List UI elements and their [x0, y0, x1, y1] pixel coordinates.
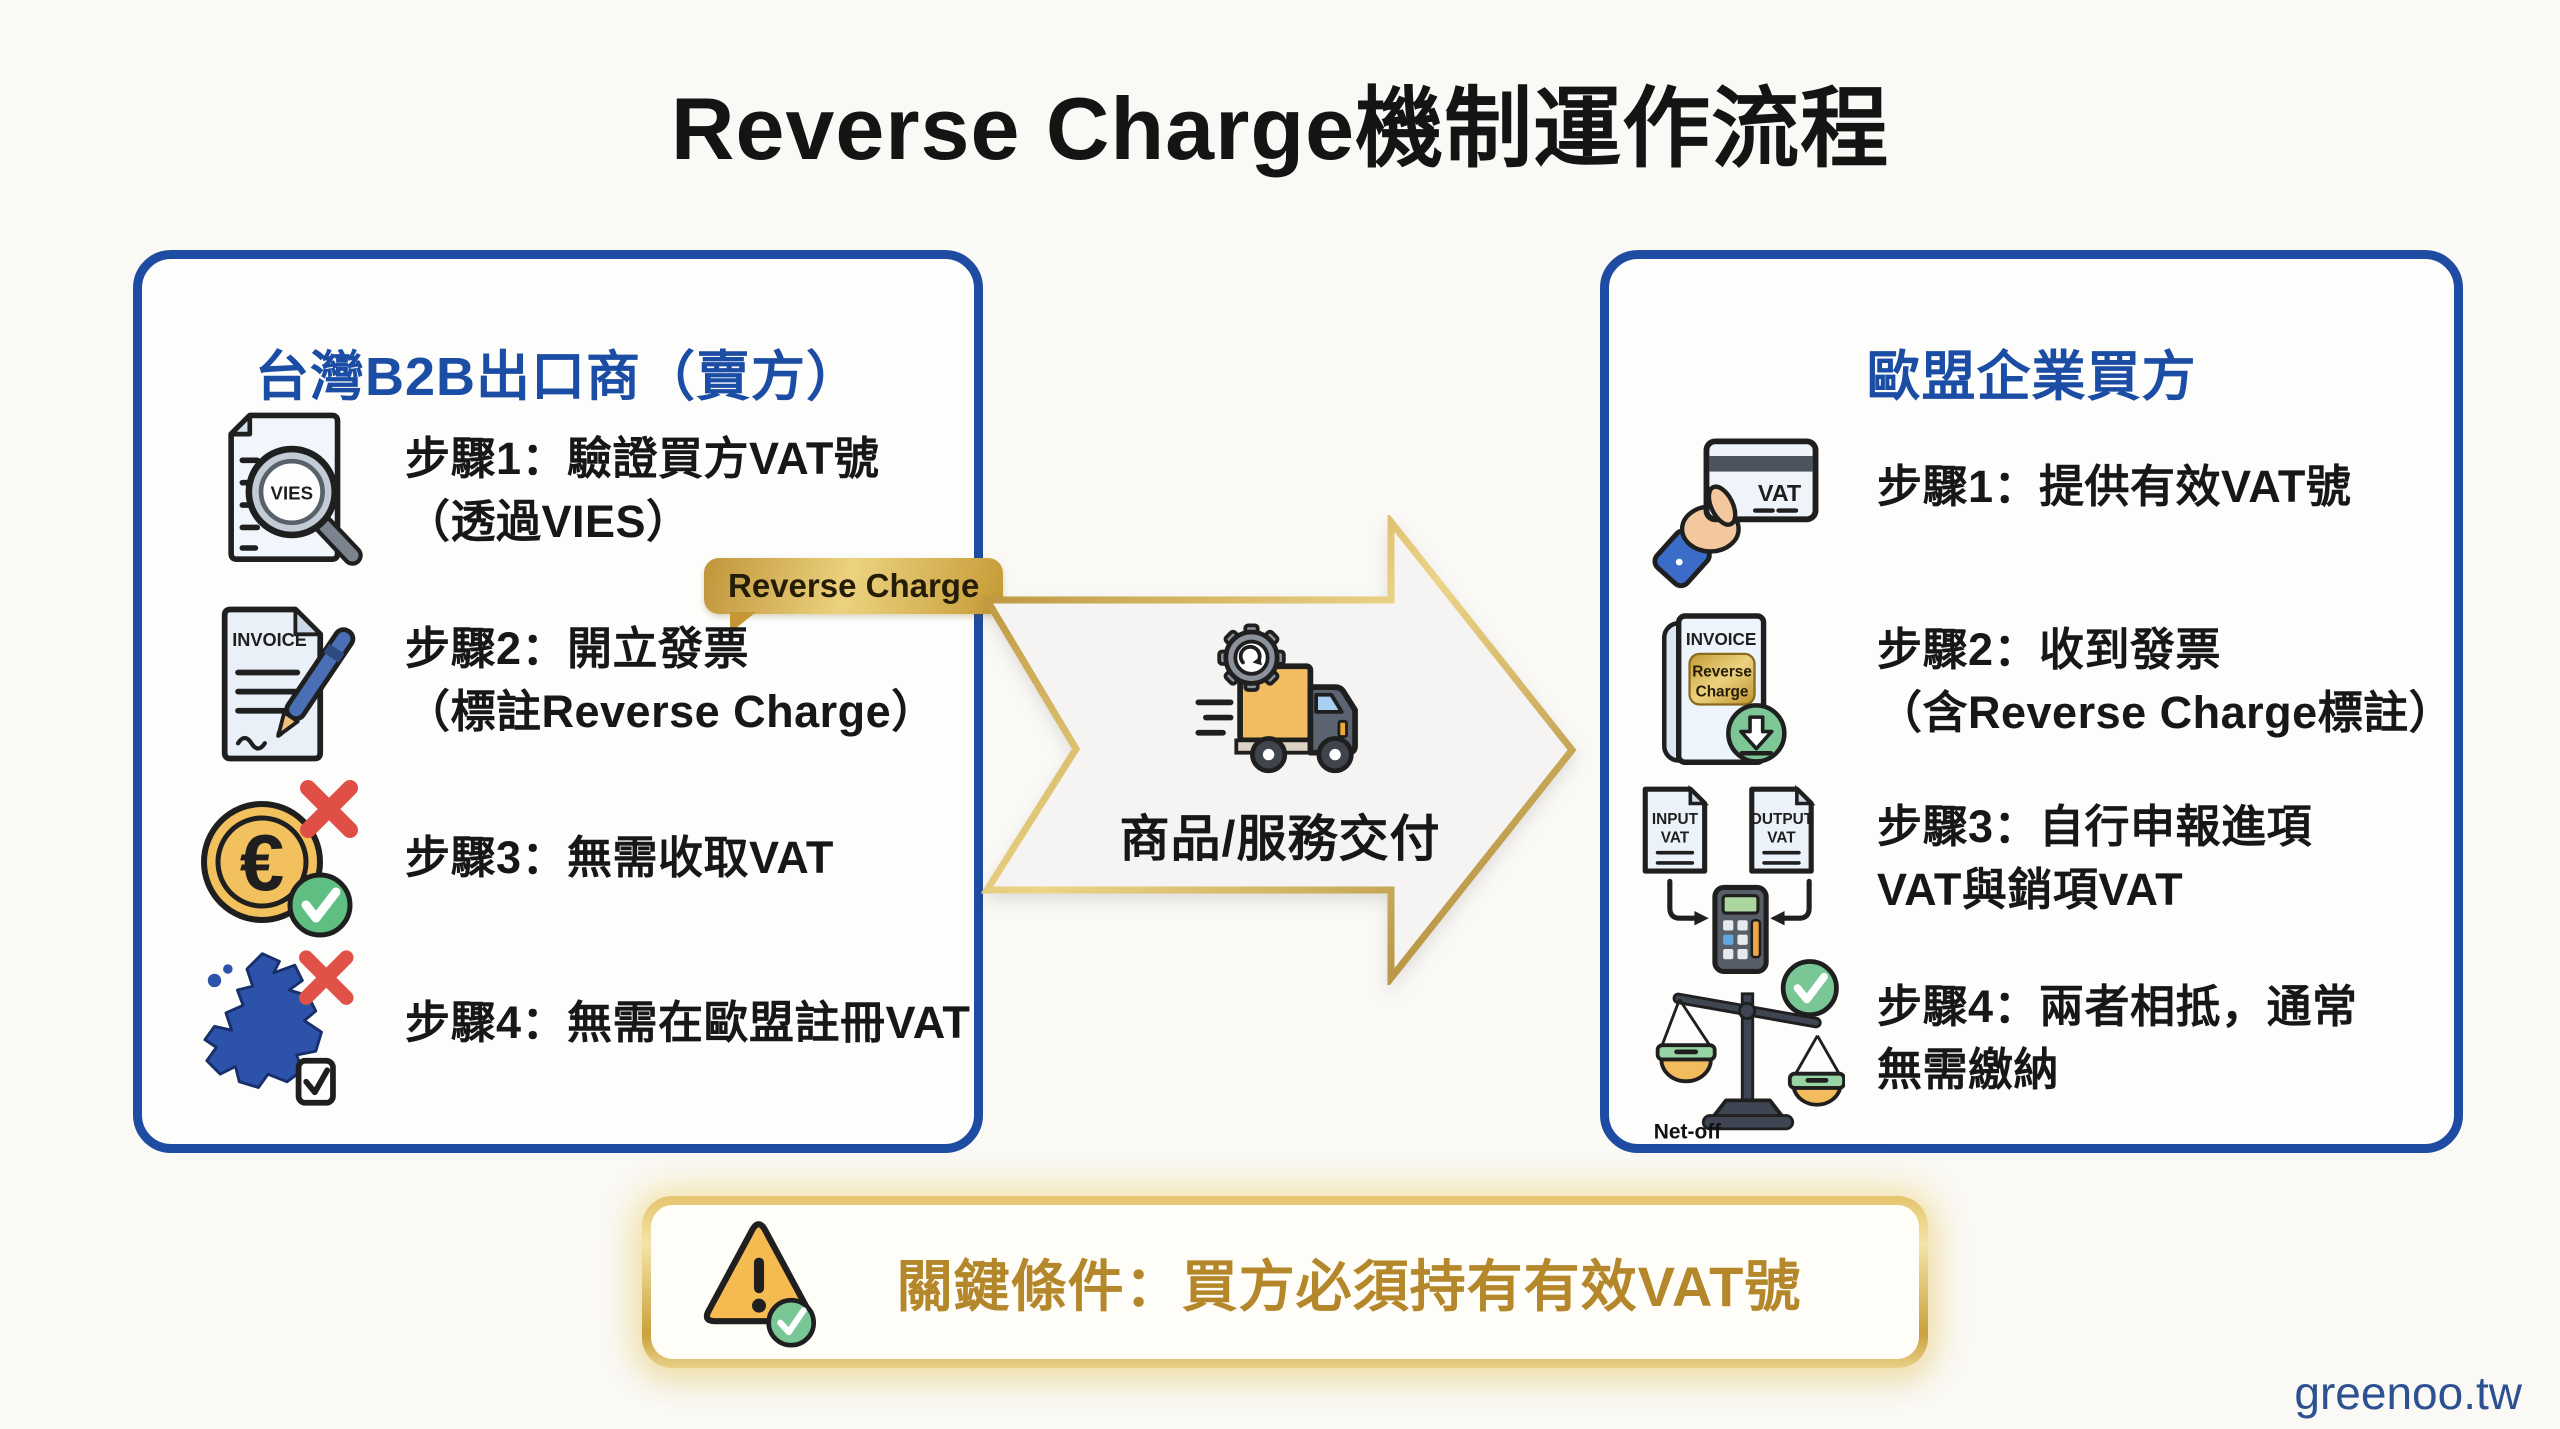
check-icon: [777, 1307, 807, 1336]
left-pan: [1655, 998, 1717, 1084]
download-arrow-icon: [1739, 715, 1774, 751]
arrowhead: [1694, 911, 1709, 926]
euro-symbol: €: [240, 818, 285, 907]
folded-corner: [228, 413, 253, 437]
reverse-charge-badge: Reverse Charge: [704, 558, 1004, 633]
arrowhead: [1770, 911, 1785, 926]
check-circle: [1780, 959, 1839, 1018]
island: [223, 964, 233, 974]
magnifier-handle: [316, 517, 359, 562]
input-label: INPUT: [1652, 811, 1699, 828]
check-circle: [287, 872, 353, 938]
coin-ring: [215, 815, 309, 909]
scale-foot: [1701, 1114, 1795, 1131]
seller-step1-text: 步驟1：驗證買方VAT號 （透過VIES）: [405, 433, 880, 547]
refresh-arrow-icon: [1238, 644, 1262, 665]
folded-corner: [293, 607, 323, 637]
buyer-step2-text: 步驟2：收到發票 （含Reverse Charge標註）: [1877, 624, 2455, 738]
right-pan: [1787, 1034, 1845, 1107]
net-off-balance-scale-icon: Net-off: [1654, 959, 1845, 1142]
arrow-into-calculator-left: [1667, 878, 1697, 921]
output-vat-label: VAT: [1767, 829, 1796, 846]
vies-search-document-icon: VIES: [228, 412, 363, 566]
x-mark-icon: [300, 780, 358, 838]
buyer-step3-text: 步驟3：自行申報進項 VAT與銷項VAT: [1877, 801, 2313, 915]
invoice-label: INVOICE: [1686, 629, 1756, 649]
invoice-lines: [235, 669, 306, 714]
x-mark-icon: [299, 950, 354, 1005]
input-output-vat-calculator-icon: INPUT VAT OUTPUT VAT: [1642, 784, 1816, 975]
warning-triangle-check-icon: [703, 1221, 817, 1348]
check-icon: [301, 887, 341, 923]
pen: [276, 627, 356, 738]
invoice-pen-icon: INVOICE: [221, 606, 356, 762]
invoice-label: INVOICE: [232, 630, 307, 650]
vies-label: VIES: [271, 482, 314, 503]
seller-step4-text: 步驟4：無需在歐盟註冊VAT: [405, 997, 971, 1048]
speed-lines: [1195, 699, 1234, 736]
buyer-panel-title: 歐盟企業買方: [1866, 346, 2197, 407]
cuff-dot: [1675, 558, 1683, 566]
output-label: OUTPUT: [1750, 811, 1814, 828]
cab-light: [1337, 719, 1348, 738]
arrow-into-calculator-right: [1782, 878, 1812, 921]
check-circle: [766, 1297, 817, 1348]
check-icon: [303, 1067, 331, 1096]
seller-step2-text: 步驟2：開立發票 （標註Reverse Charge）: [405, 623, 937, 737]
exclamation-bar: [753, 1257, 765, 1294]
input-vat-document: INPUT VAT: [1642, 784, 1709, 874]
reverse-charge-stamp: [1688, 652, 1756, 706]
stamp-line2: Charge: [1696, 683, 1749, 700]
output-vat-document: OUTPUT VAT: [1749, 784, 1816, 874]
buyer-panel: 歐盟企業買方 VAT 步驟1：提供有效VAT號 INVOICE Reverse …: [1600, 250, 2463, 1153]
island: [207, 973, 222, 988]
europe-map: [203, 952, 323, 1089]
calculator-icon: [1712, 884, 1769, 975]
vat-card-label: VAT: [1758, 480, 1802, 506]
thumb: [1706, 484, 1738, 527]
net-off-label: Net-off: [1654, 1120, 1721, 1142]
stamp-line1: Reverse: [1692, 663, 1752, 680]
page-title: Reverse Charge機制運作流程: [670, 79, 1890, 178]
invoice-download-icon: INVOICE Reverse Charge: [1661, 613, 1787, 765]
seller-panel-title: 台灣B2B出口商（賣方）: [254, 346, 862, 407]
seller-panel: 台灣B2B出口商（賣方） VIES 步驟1：驗證買方VAT號 （透過VIES） …: [133, 250, 1004, 1153]
key-condition-inner: 關鍵條件：買方必須持有有效VAT號: [651, 1205, 1919, 1359]
hand-vat-card-icon: VAT: [1652, 438, 1819, 589]
buyer-step1-text: 步驟1：提供有效VAT號: [1877, 461, 2352, 512]
key-condition-text: 關鍵條件：買方必須持有有效VAT號: [896, 1254, 1802, 1318]
wheel-hub: [1329, 748, 1341, 761]
euro-coin-no-vat-icon: €: [201, 780, 358, 938]
signature: [235, 735, 267, 751]
exclamation-dot: [752, 1298, 766, 1313]
cab-window: [1314, 692, 1344, 714]
delivery-flow-arrow: 商品/服務交付: [980, 515, 1580, 985]
watermark: greenoo.tw: [2294, 1367, 2522, 1419]
gear-icon: [1217, 623, 1286, 692]
wheel-hub: [1262, 748, 1275, 761]
check-icon: [1793, 972, 1828, 1004]
card-stripe: [1709, 455, 1813, 472]
magnifier-lens: [258, 458, 325, 526]
eu-map-check-icon: [203, 950, 354, 1106]
pivot: [1737, 1001, 1757, 1020]
key-condition-banner: 關鍵條件：買方必須持有有效VAT號: [642, 1196, 1928, 1368]
input-vat-label: VAT: [1661, 829, 1690, 846]
seller-step3-text: 步驟3：無需收取VAT: [405, 832, 834, 883]
buyer-step4-text: 步驟4：兩者相抵，通常 無需繳納: [1877, 981, 2358, 1095]
delivery-truck-gear-icon: [1195, 623, 1358, 774]
delivery-label: 商品/服務交付: [1119, 811, 1441, 867]
